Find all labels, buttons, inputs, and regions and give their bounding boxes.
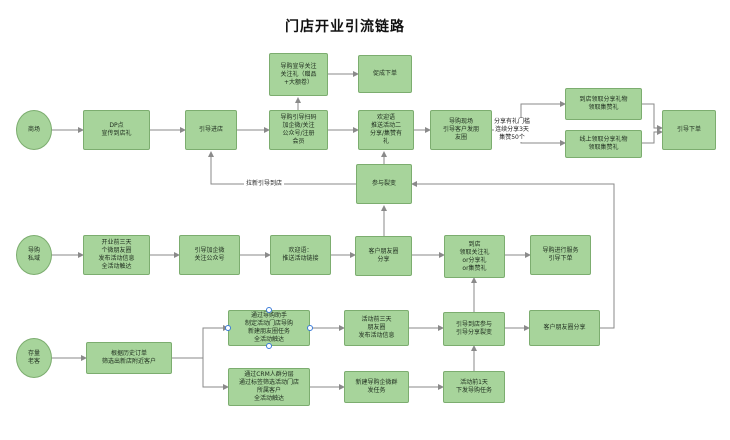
node-join-fission[interactable]: 参与裂变 (356, 164, 412, 204)
lane-guide-private[interactable]: 导购 私域 (16, 235, 52, 275)
node-welcome-1[interactable]: 欢迎语 推送活动二 分享/集赞有 礼 (358, 110, 414, 150)
node-promo-gift[interactable]: 导购宣导关注 关注礼（赠品 +大额卷） (269, 53, 328, 96)
edge-join-guide (208, 151, 356, 185)
node-service[interactable]: 导购进行服务 引导下单 (530, 235, 591, 275)
node-welcome-2[interactable]: 欢迎语： 推送活动链接 (270, 235, 331, 275)
node-new-guide-group[interactable]: 新建导购企微群 发任务 (344, 371, 409, 403)
edge-history-split (172, 325, 229, 359)
selection-handle-right[interactable] (307, 325, 313, 331)
node-moments-2[interactable]: 客户朋友圈分享 (529, 310, 600, 346)
node-pre-1-day[interactable]: 活动前1天 下发导购任务 (443, 371, 505, 403)
lane-mall[interactable]: 商场 (16, 110, 52, 150)
edge-label-share-threshold: 分享有礼门槛 连续分享3天 集赞50个 (494, 118, 531, 142)
edge-history-crm (202, 358, 229, 390)
node-moments-1[interactable]: 客户朋友圈 分享 (355, 236, 412, 276)
node-guide-in[interactable]: 引导进店 (185, 110, 237, 150)
node-join-2[interactable]: 引导到店参与 引导分享裂变 (443, 312, 505, 346)
edge-store-guideorder (642, 103, 663, 131)
selection-handle-left[interactable] (225, 325, 231, 331)
node-scan-code[interactable]: 导购引导扫码 加企微/关注 公众号/注册 会员 (269, 110, 328, 150)
selection-handle-top[interactable] (266, 307, 272, 313)
edge-online-guideorder (642, 129, 663, 144)
lane-stock-customers[interactable]: 存量 老客 (16, 338, 52, 378)
node-add-wecom[interactable]: 引导加企微 关注公众号 (179, 235, 240, 275)
edge-label-pull-back: 拉新引导到店 (244, 180, 285, 188)
selection-handle-bottom[interactable] (266, 343, 272, 349)
page-title: 门店开业引流链路 (285, 19, 405, 35)
node-guide-order[interactable]: 引导下单 (662, 110, 716, 150)
edge-moments2-join (411, 181, 615, 329)
node-crm[interactable]: 通过CRM人群分层 通过标签筛选活动门店 所属客户 全活动触达 (228, 368, 310, 406)
node-onsite[interactable]: 导购现场 引导客户发朋 友圈 (430, 110, 492, 150)
node-arrive-store[interactable]: 到店 领取关注礼 or分享礼 or集赞礼 (444, 235, 505, 278)
node-assistant[interactable]: 通过导购助手 制定活动门店导购 新建朋友圈任务 全活动触达 (228, 310, 310, 346)
node-online-gift[interactable]: 线上领取分享礼物 领取集赞礼 (565, 130, 642, 158)
node-pre3-moments[interactable]: 活动前三天 朋友圈 发布活动信息 (344, 310, 409, 346)
node-pre-3-days[interactable]: 开业前三天 个微朋友圈 发布活动信息 全活动触达 (83, 235, 150, 275)
node-store-gift[interactable]: 到店领取分享礼物 领取集赞礼 (565, 88, 642, 120)
node-dp-promo[interactable]: DP点 宣传到店礼 (83, 110, 150, 150)
node-order-1[interactable]: 促成下单 (358, 55, 412, 93)
node-history-orders[interactable]: 根据历史订单 筛选出新店附近客户 (86, 342, 172, 374)
